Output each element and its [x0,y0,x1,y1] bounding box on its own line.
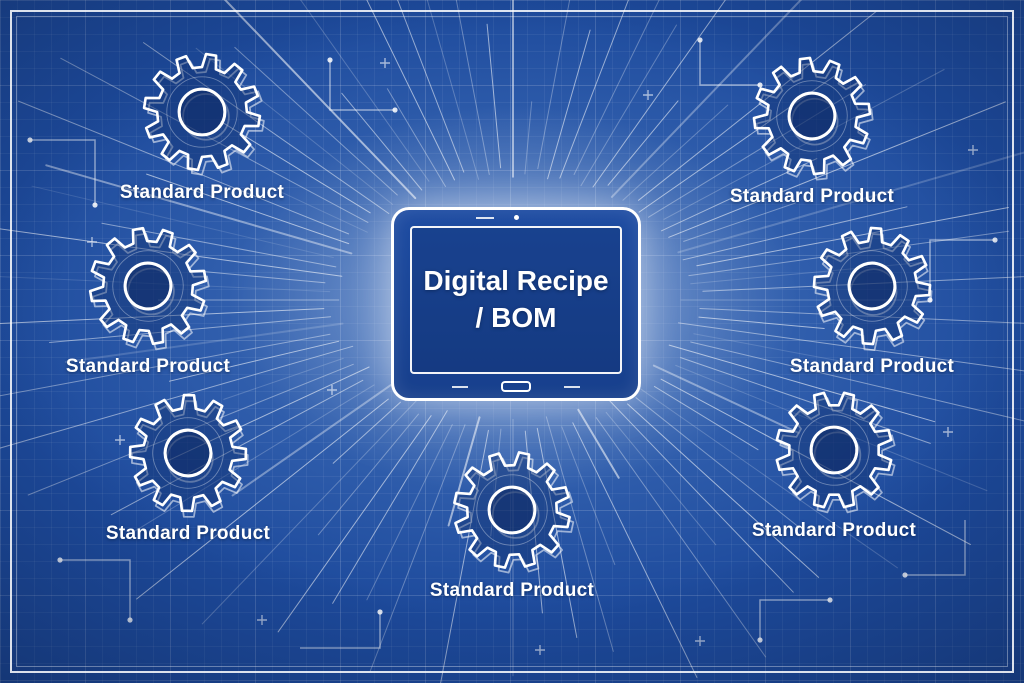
node-label: Standard Product [729,186,895,207]
tablet-top-dash [476,217,494,219]
tablet-bottom-dash-right [564,386,580,388]
node-bottom-left: Standard Product [73,387,303,545]
gear-icon [142,52,265,176]
gear-icon [128,393,249,518]
node-bottom-center: Standard Product [397,444,627,602]
node-bottom-right: Standard Product [719,384,949,542]
node-label: Standard Product [105,523,271,544]
gear-icon [752,56,874,181]
gear-icon [812,226,933,351]
tablet-bottom-dash-left [452,386,468,388]
node-mid-right: Standard Product [757,220,987,378]
gear-icon [453,451,575,574]
tablet-screen: Digital Recipe / BOM [410,226,622,374]
node-label: Standard Product [751,520,917,541]
node-mid-left: Standard Product [33,220,263,378]
node-label: Standard Product [789,356,955,377]
node-label: Standard Product [429,580,595,601]
gear-icon [88,226,210,351]
gear-icon [775,391,896,514]
node-label: Standard Product [65,356,231,377]
node-label: Standard Product [119,182,285,203]
tablet-home-button [501,381,531,392]
tablet-camera-dot [514,215,519,220]
node-top-right: Standard Product [697,50,927,208]
center-title-line2: / BOM [475,302,557,333]
tablet-icon: Digital Recipe / BOM [391,207,641,401]
center-title-line1: Digital Recipe [423,265,609,297]
node-top-left: Standard Product [87,46,317,204]
